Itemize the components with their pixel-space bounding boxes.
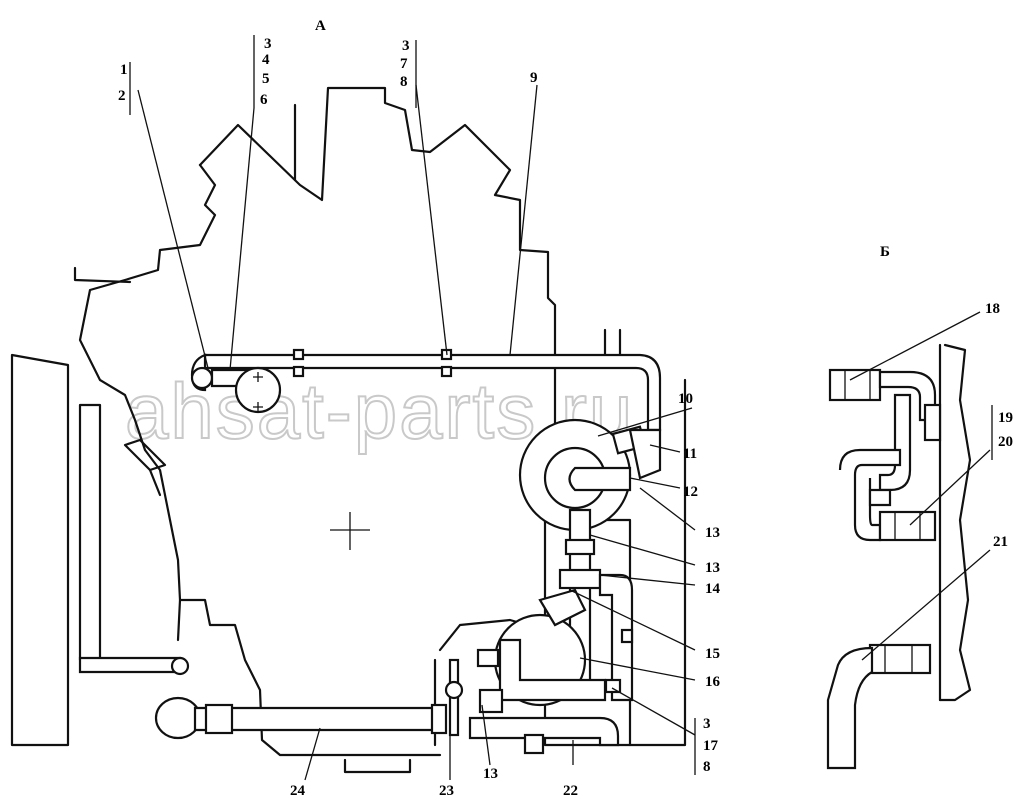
callout-14: 14 (705, 581, 721, 597)
lower-pipe (468, 716, 620, 755)
bottom-pipe (154, 696, 448, 740)
view-label-a: А (315, 18, 326, 34)
callout-3-b: 3 (402, 38, 410, 54)
side-pipes (598, 573, 634, 702)
callout-22: 22 (563, 783, 578, 799)
callout-15: 15 (705, 646, 720, 662)
callout-13-b: 13 (705, 560, 720, 576)
center-mark (330, 512, 370, 550)
callout-20: 20 (998, 434, 1013, 450)
callout-4: 4 (262, 52, 270, 68)
callout-12: 12 (683, 484, 698, 500)
callout-3: 3 (264, 36, 272, 52)
leader-lines (129, 35, 696, 781)
callout-2: 2 (118, 88, 126, 104)
callout-19: 19 (998, 410, 1013, 426)
view-label-b: Б (880, 244, 890, 260)
callout-7: 7 (400, 56, 408, 72)
callout-3-c: 3 (703, 716, 711, 732)
callout-18: 18 (985, 301, 1000, 317)
valve (444, 658, 464, 737)
callout-8: 8 (400, 74, 408, 90)
callout-5: 5 (262, 71, 270, 87)
oil-filter (476, 588, 607, 714)
callout-9: 9 (530, 70, 538, 86)
callout-8-b: 8 (703, 759, 711, 775)
callout-17: 17 (703, 738, 719, 754)
fuel-filter (123, 438, 167, 497)
callout-13-c: 13 (483, 766, 498, 782)
callout-23: 23 (439, 783, 454, 799)
callout-21: 21 (993, 534, 1008, 550)
callout-24: 24 (290, 783, 306, 799)
callout-10: 10 (678, 391, 693, 407)
callout-16: 16 (705, 674, 721, 690)
callout-6: 6 (260, 92, 268, 108)
detail-view (826, 311, 993, 770)
callout-13: 13 (705, 525, 720, 541)
radiator-frame (10, 353, 190, 747)
callout-1: 1 (120, 62, 128, 78)
callout-11: 11 (683, 446, 697, 462)
